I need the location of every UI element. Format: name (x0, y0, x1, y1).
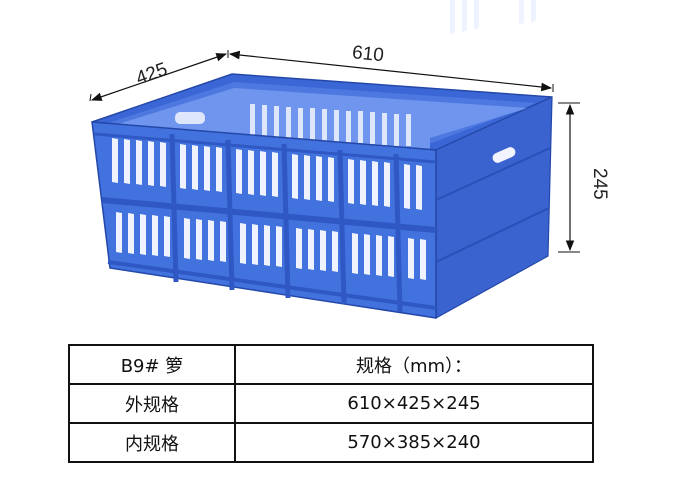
table-row: 内规格 570×385×240 (68, 422, 594, 463)
length-dimension: 610 (228, 42, 554, 92)
crate-front-slots (112, 138, 426, 280)
model-cell: B9# 箩 (68, 344, 236, 385)
spec-header-cell: 规格（mm）： (234, 344, 594, 385)
crate-front-band-top (93, 132, 437, 164)
row-label: 外规格 (68, 383, 236, 424)
table-header-row: B9# 箩 规格（mm）： (68, 344, 594, 385)
spec-table: B9# 箩 规格（mm）： 外规格 610×425×245 内规格 570×38… (68, 344, 594, 463)
crate-handle (492, 147, 516, 163)
height-dimension: 245 (558, 102, 610, 253)
width-dimension-label: 425 (133, 59, 170, 90)
height-dimension-label: 245 (589, 168, 610, 200)
row-value: 570×385×240 (234, 422, 594, 463)
row-value: 610×425×245 (234, 383, 594, 424)
crate-front-band-middle (101, 197, 437, 233)
length-dimension-label: 610 (351, 42, 385, 66)
crate-front-ribs (169, 133, 403, 313)
crate-right-side-slots (450, 0, 536, 35)
width-dimension-line (90, 53, 228, 101)
crate-front-band-bottom (107, 260, 437, 310)
crate-diagram: 425 610 245 (89, 0, 610, 320)
crate-illustration (91, 0, 553, 320)
table-row: 外规格 610×425×245 (68, 383, 594, 424)
length-dimension-line (228, 50, 553, 92)
crate-inner-slots (175, 104, 411, 146)
row-label: 内规格 (68, 422, 236, 463)
